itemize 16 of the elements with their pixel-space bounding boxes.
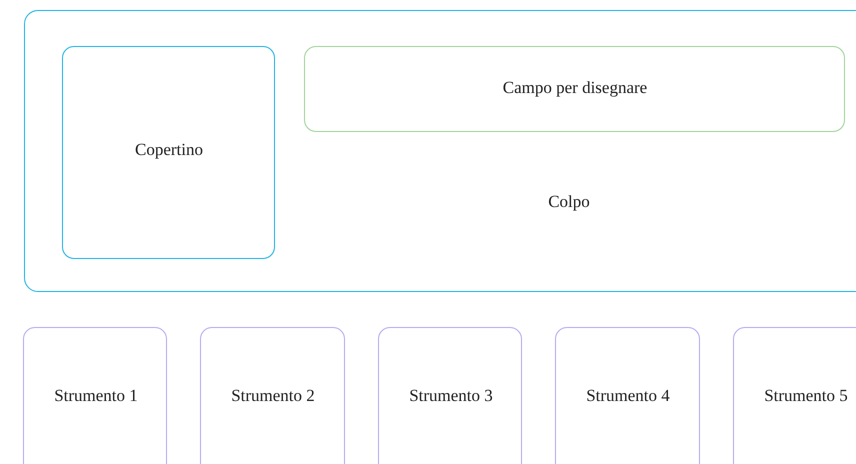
- field-box: [304, 46, 845, 132]
- box-label: Colpo: [548, 192, 590, 212]
- box-label: Strumento 1: [54, 386, 138, 406]
- tool-box: [733, 327, 856, 464]
- box-label: Strumento 5: [764, 386, 848, 406]
- container-panel: [24, 10, 856, 292]
- tool-box: [378, 327, 522, 464]
- box-label: Strumento 2: [231, 386, 315, 406]
- tool-box: [555, 327, 700, 464]
- tool-box: [200, 327, 345, 464]
- box-label: Strumento 4: [586, 386, 670, 406]
- panel-box: [62, 46, 275, 259]
- box-label: Copertino: [135, 140, 203, 160]
- box-label: Campo per disegnare: [502, 78, 648, 98]
- box-label: Strumento 3: [409, 386, 493, 406]
- tool-box: [23, 327, 167, 464]
